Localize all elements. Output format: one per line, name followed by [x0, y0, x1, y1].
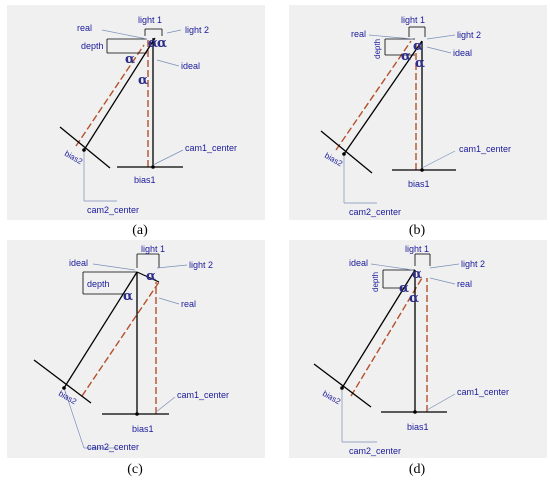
- alpha-2: α: [157, 36, 167, 51]
- label-light2: light 2: [189, 260, 213, 270]
- leader-cam1: [155, 396, 176, 413]
- leader-light2: [156, 264, 188, 269]
- label-bias1: bias1: [407, 422, 429, 432]
- real-ray-left: [75, 44, 145, 147]
- label-real: real: [77, 23, 92, 33]
- label-cam2-center: cam2_center: [87, 442, 139, 452]
- alpha-3: α: [125, 52, 135, 67]
- diagram-b: light 1 light 2 real ideal depth α α α c…: [320, 15, 511, 217]
- cam2-base: [59, 126, 111, 169]
- leader-ideal: [156, 59, 180, 67]
- leader-ideal: [426, 46, 452, 54]
- alpha-1: α: [412, 267, 422, 282]
- label-real: real: [351, 29, 366, 39]
- alpha-1: α: [148, 36, 158, 51]
- cam1-center-dot: [151, 165, 155, 169]
- label-depth: depth: [87, 279, 110, 289]
- alpha-2: α: [401, 49, 411, 64]
- label-ideal: ideal: [349, 258, 368, 268]
- cam2-center-dot: [82, 148, 86, 152]
- caption-d: (d): [408, 462, 426, 477]
- label-depth: depth: [373, 39, 382, 59]
- leader-light2: [429, 263, 460, 269]
- cam1-center-dot: [413, 410, 417, 414]
- cam2-center-dot: [342, 152, 346, 156]
- leader-ideal: [370, 263, 414, 271]
- caption-c: (c): [127, 462, 143, 477]
- label-cam1-center: cam1_center: [177, 390, 229, 400]
- real-ray-left: [350, 277, 423, 397]
- label-light1: light 1: [141, 244, 165, 254]
- label-bias1: bias1: [134, 175, 156, 185]
- cam2-base: [313, 363, 372, 408]
- real-ray-left: [81, 281, 160, 397]
- label-depth: depth: [81, 41, 104, 51]
- label-bias2: bias2: [323, 151, 345, 169]
- panel-c: light 1 light 2 ideal real depth α α cam…: [7, 240, 265, 458]
- alpha-2: α: [399, 281, 409, 296]
- alpha-1: α: [146, 269, 156, 284]
- cam2-center-dot: [62, 386, 66, 390]
- label-real: real: [181, 299, 196, 309]
- ideal-ray-left: [63, 271, 138, 389]
- label-ideal: ideal: [181, 61, 200, 71]
- label-light2: light 2: [457, 30, 481, 40]
- leader-cam2: [63, 387, 85, 449]
- label-ideal: ideal: [453, 48, 472, 58]
- leader-real: [429, 277, 456, 285]
- label-bias1: bias1: [408, 179, 430, 189]
- label-ideal: ideal: [69, 258, 88, 268]
- alpha-1: α: [413, 39, 423, 54]
- real-ray-left: [335, 40, 412, 151]
- alpha-3: α: [409, 291, 419, 306]
- diagram-d: light 1 light 2 ideal real depth α α α c…: [313, 244, 509, 456]
- alpha-2: α: [123, 289, 133, 304]
- ideal-ray-left: [343, 40, 423, 155]
- leader-light2: [426, 34, 456, 40]
- leader-real: [368, 34, 414, 40]
- cam1-center-dot: [135, 412, 139, 416]
- cam2-base: [33, 359, 92, 404]
- leader-real: [101, 29, 148, 40]
- alpha-3: α: [415, 56, 425, 71]
- leader-light2: [166, 29, 182, 34]
- leader-cam1: [152, 149, 184, 166]
- ideal-ray-left: [341, 269, 416, 389]
- panel-b: light 1 light 2 real ideal depth α α α c…: [289, 5, 547, 220]
- label-light2: light 2: [461, 259, 485, 269]
- label-light1: light 1: [405, 244, 429, 254]
- label-cam2-center: cam2_center: [349, 446, 401, 456]
- label-cam1-center: cam1_center: [457, 387, 509, 397]
- leader-cam1: [421, 150, 456, 169]
- label-light1: light 1: [401, 15, 425, 25]
- panel-a: light 1 light 2 real ideal depth α α α α…: [7, 5, 265, 220]
- leader-real: [158, 297, 180, 305]
- caption-b: (b): [408, 223, 426, 238]
- label-bias1: bias1: [132, 424, 154, 434]
- leader-cam1: [426, 393, 456, 411]
- label-depth: depth: [371, 272, 380, 292]
- label-bias2: bias2: [321, 389, 343, 407]
- label-real: real: [457, 279, 472, 289]
- cam1-center-dot: [420, 168, 424, 172]
- alpha-4: α: [138, 73, 148, 88]
- label-bias2: bias2: [63, 149, 85, 167]
- panel-d: light 1 light 2 ideal real depth α α α c…: [289, 240, 547, 458]
- cam2-base: [320, 130, 373, 174]
- leader-ideal: [92, 263, 136, 271]
- label-cam1-center: cam1_center: [185, 143, 237, 153]
- label-cam2-center: cam2_center: [349, 207, 401, 217]
- label-cam2-center: cam2_center: [87, 205, 139, 215]
- diagram-c: light 1 light 2 ideal real depth α α cam…: [33, 244, 229, 452]
- caption-a: (a): [132, 223, 148, 238]
- cam2-center-dot: [340, 386, 344, 390]
- label-cam1-center: cam1_center: [459, 144, 511, 154]
- label-light2: light 2: [185, 25, 209, 35]
- label-light1: light 1: [138, 15, 162, 25]
- diagram-a: light 1 light 2 real ideal depth α α α α…: [59, 15, 237, 215]
- light2-link: [136, 271, 160, 283]
- ideal-ray-left: [83, 37, 156, 151]
